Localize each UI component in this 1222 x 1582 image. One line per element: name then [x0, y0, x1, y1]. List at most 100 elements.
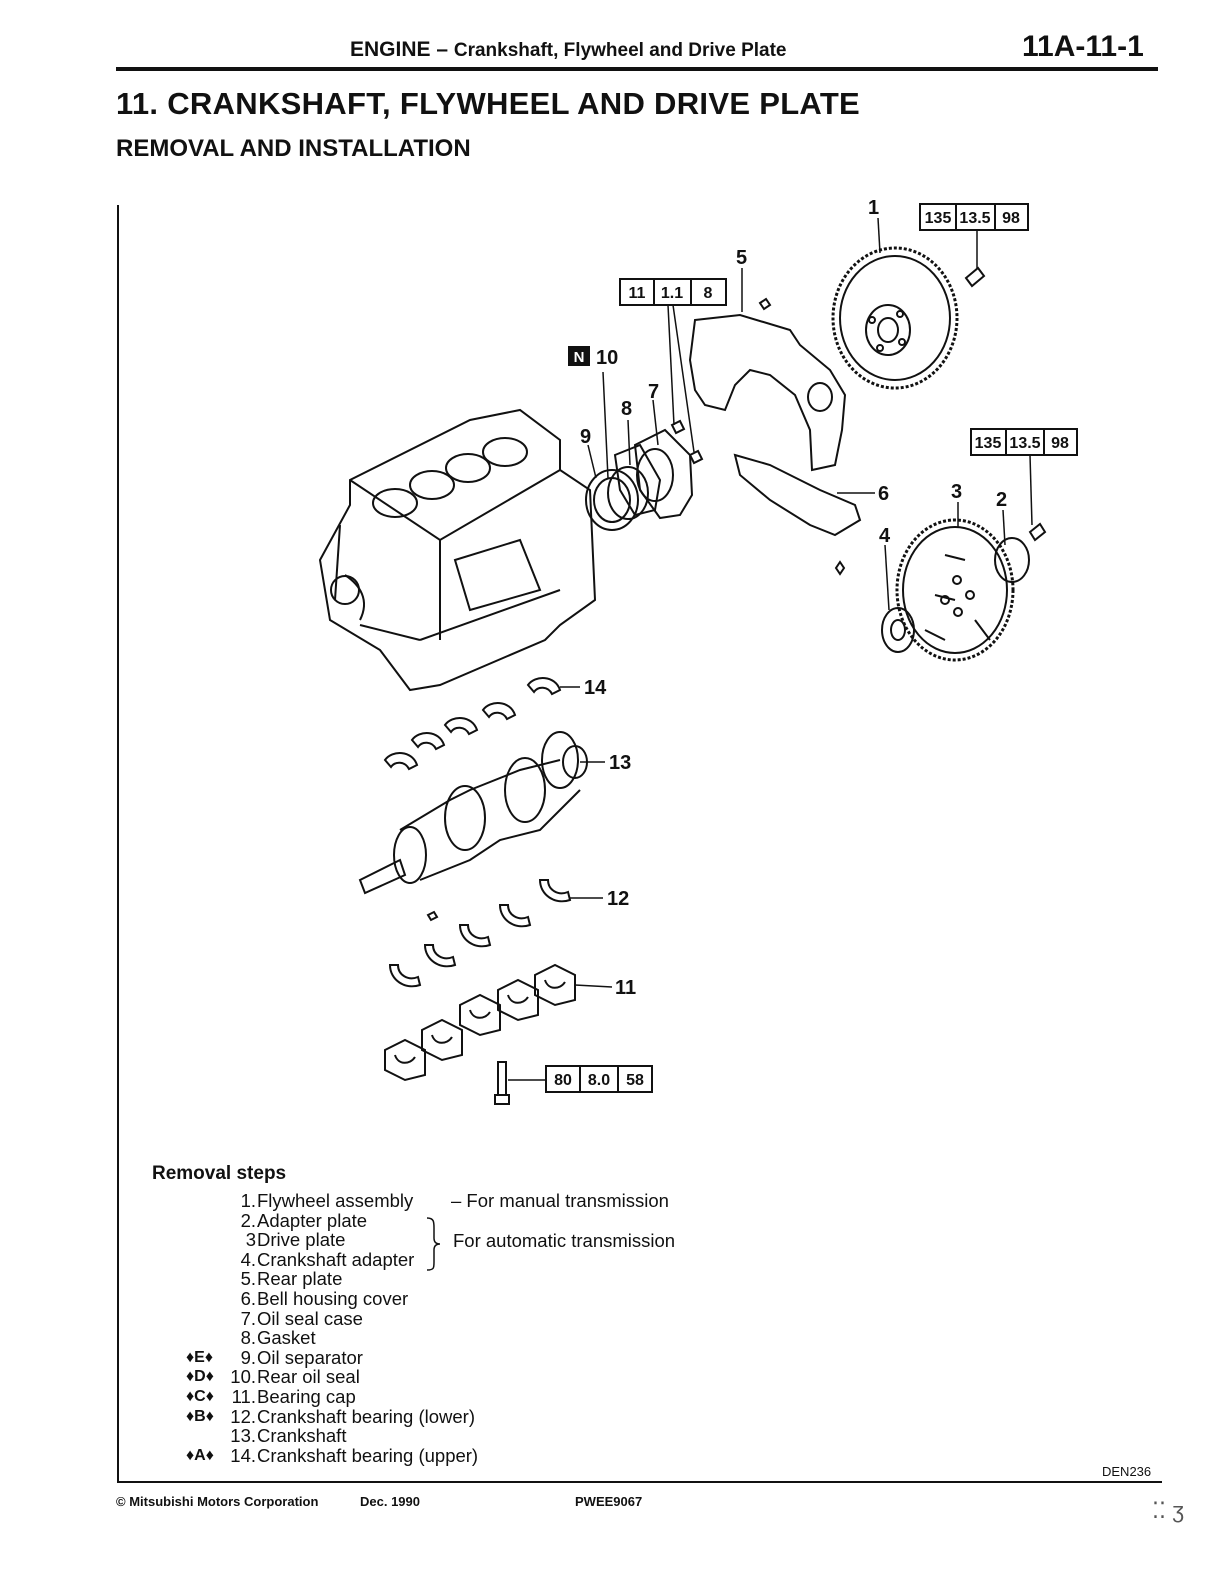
service-point-mark: ♦E♦ [186, 1348, 213, 1366]
torque-bearing-cap-ftlb: 58 [626, 1072, 644, 1089]
step-number: 13. [230, 1425, 256, 1447]
step-number: 9. [240, 1346, 256, 1368]
step-5: 5.Rear plate [170, 1269, 730, 1289]
step-11: ♦C♦ 11.Bearing cap [170, 1387, 730, 1407]
frame-left-rule [117, 205, 119, 1483]
step-number: 1. [240, 1190, 256, 1211]
running-header: ENGINE – Crankshaft, Flywheel and Drive … [350, 38, 787, 62]
step-text: Bearing cap [257, 1385, 356, 1407]
step-note: – For manual transmission [451, 1190, 669, 1211]
torque-drive-plate-kgm: 13.5 [1009, 435, 1040, 452]
callout-10: 10 [596, 347, 618, 369]
torque-box-bearing-cap: 80 8.0 58 [545, 1065, 653, 1093]
step-text: Crankshaft bearing (upper) [257, 1444, 479, 1466]
header-separator: – [430, 38, 454, 61]
header-subject: Crankshaft, Flywheel and Drive Plate [453, 40, 787, 61]
step-9: ♦E♦ 9.Oil separator [170, 1348, 730, 1368]
torque-oil-seal-case-nm: 11 [629, 285, 646, 302]
crankshaft-adapter [881, 607, 915, 653]
bearing-cap-bolt [494, 1061, 510, 1105]
step-14: ♦A♦14.Crankshaft bearing (upper) [170, 1446, 730, 1466]
crankshaft-bearings-lower [388, 879, 572, 988]
callout-4: 4 [879, 525, 891, 547]
callout-1: 1 [868, 197, 879, 219]
rear-oil-seal [607, 466, 649, 520]
torque-flywheel-kgm: 13.5 [959, 210, 990, 227]
new-part-mark-letter: N [574, 349, 585, 366]
step-number: 2. [240, 1209, 256, 1231]
step-text: Crankshaft [257, 1425, 347, 1447]
step-10: ♦D♦10.Rear oil seal [170, 1367, 730, 1387]
header-section: ENGINE [350, 38, 431, 61]
step-text: Rear plate [257, 1268, 343, 1290]
callout-5: 5 [736, 247, 747, 269]
step-text: Oil separator [257, 1346, 363, 1368]
automatic-transmission-note: For automatic transmission [453, 1230, 676, 1251]
step-12: ♦B♦ 12.Crankshaft bearing (lower) [170, 1405, 730, 1427]
crankshaft-bearings-upper [383, 677, 562, 771]
footer-copyright: © Mitsubishi Motors Corporation [116, 1494, 319, 1509]
removal-steps-list: 1.Flywheel assembly– For manual transmis… [170, 1191, 730, 1465]
header-rule [116, 67, 1158, 71]
torque-box-drive-plate: 135 13.5 98 [970, 428, 1078, 456]
section-title: 11. CRANKSHAFT, FLYWHEEL AND DRIVE PLATE [116, 86, 861, 121]
step-text: Crankshaft bearing (lower) [257, 1405, 475, 1427]
step-7: 7.Oil seal case [170, 1308, 730, 1329]
callout-11: 11 [615, 977, 636, 999]
torque-bearing-cap-kgm: 8.0 [588, 1072, 610, 1089]
torque-bearing-cap-nm: 80 [554, 1072, 572, 1089]
callout-12: 12 [607, 888, 629, 910]
footer-date: Dec. 1990 [360, 1494, 420, 1509]
footer-publication-code: PWEE9067 [575, 1494, 643, 1509]
torque-oil-seal-case-ftlb: 8 [704, 285, 713, 302]
step-number: 3 [245, 1229, 256, 1251]
step-2: 2.Adapter plate [170, 1209, 730, 1231]
step-number: 12. [230, 1405, 256, 1427]
step-number: 11. [231, 1385, 256, 1407]
flywheel-assembly [831, 246, 986, 390]
torque-oil-seal-case-kgm: 1.1 [661, 285, 683, 302]
cylinder-block [318, 408, 597, 692]
step-1: 1.Flywheel assembly– For manual transmis… [170, 1191, 730, 1211]
leader-lines [508, 217, 1033, 1081]
callout-3: 3 [951, 481, 962, 503]
torque-box-oil-seal-case: 11 1.1 8 [619, 278, 727, 306]
step-number: 6. [240, 1287, 256, 1309]
corner-scan-mark: ⁚⁚ ʒ [1152, 1498, 1185, 1523]
callout-8: 8 [621, 398, 632, 420]
callout-7: 7 [648, 381, 659, 403]
torque-box-flywheel: 135 13.5 98 [919, 203, 1029, 231]
bearing-caps [384, 963, 576, 1082]
torque-flywheel-ftlb: 98 [1002, 210, 1020, 227]
automatic-transmission-brace [426, 1217, 441, 1271]
step-text: Gasket [257, 1327, 316, 1349]
step-text: Crankshaft adapter [257, 1248, 415, 1270]
step-number: 5. [240, 1268, 256, 1290]
torque-drive-plate-nm: 135 [975, 435, 1002, 452]
bell-housing-cover [733, 453, 862, 576]
step-text: Bell housing cover [257, 1287, 409, 1309]
step-text: Rear oil seal [257, 1366, 360, 1388]
drive-plate [895, 518, 1015, 662]
crankshaft [358, 731, 588, 895]
service-point-mark: ♦C♦ [186, 1387, 214, 1405]
service-point-mark: ♦B♦ [186, 1407, 214, 1425]
service-point-mark: ♦A♦ [186, 1446, 214, 1464]
section-subtitle: REMOVAL AND INSTALLATION [116, 135, 471, 162]
step-number: 10. [230, 1366, 256, 1388]
callout-13: 13 [609, 752, 631, 774]
removal-steps-heading: Removal steps [152, 1163, 287, 1184]
step-number: 8. [240, 1327, 256, 1349]
callout-14: 14 [584, 677, 607, 699]
frame-bottom-rule [117, 1481, 1162, 1483]
step-8: 8.Gasket [170, 1328, 730, 1348]
step-text: Adapter plate [257, 1209, 368, 1231]
oil-seal-case [633, 419, 704, 520]
step-13: 13.Crankshaft [170, 1426, 730, 1446]
page-number: 11A-11-1 [1022, 30, 1144, 63]
rear-plate [688, 297, 847, 472]
new-part-mark: N [568, 346, 590, 366]
torque-flywheel-nm: 135 [925, 210, 952, 227]
callout-9: 9 [580, 426, 591, 448]
